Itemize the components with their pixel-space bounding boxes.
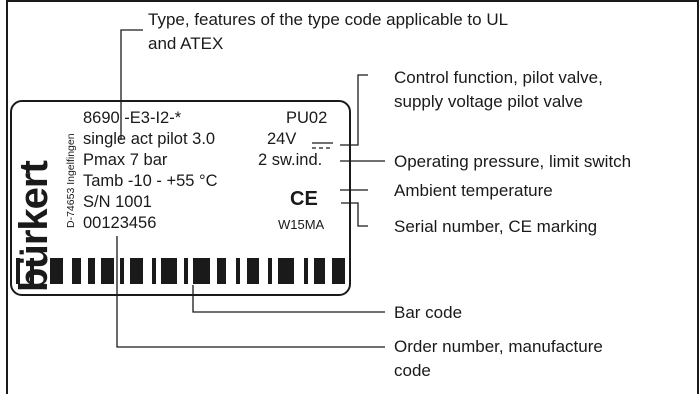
annotation-type-line1: Type, features of the type code applicab… xyxy=(148,10,509,29)
leader-order xyxy=(116,236,385,348)
annotation-order-line1: Order number, manufacture xyxy=(394,337,603,356)
frame-top-border xyxy=(6,0,699,2)
annotation-order-line2: code xyxy=(394,361,431,380)
annotation-barcode: Bar code xyxy=(394,303,463,322)
order-number-text: 00123456 xyxy=(83,214,157,232)
annotation-control-line2: supply voltage pilot valve xyxy=(394,92,584,111)
switches-text: 2 sw.ind. xyxy=(258,151,323,169)
pressure-text: Pmax 7 bar xyxy=(83,151,168,169)
variant-text: PU02 xyxy=(286,109,328,127)
pilot-text: single act pilot 3.0 xyxy=(83,130,216,148)
leader-control xyxy=(340,74,368,146)
manufacture-code-text: W15MA xyxy=(278,217,325,232)
annotation-control-line1: Control function, pilot valve, xyxy=(394,68,603,87)
annotation-pressure: Operating pressure, limit switch xyxy=(394,152,632,171)
type-code-text: 8690 -E3-I2-* xyxy=(83,109,182,127)
frame-left-border xyxy=(6,0,8,394)
barcode xyxy=(16,258,346,284)
leader-barcode xyxy=(192,285,385,313)
leader-type xyxy=(120,29,143,140)
voltage-text: 24V xyxy=(267,130,297,148)
serial-text: S/N 1001 xyxy=(83,193,152,211)
annotation-serial: Serial number, CE marking xyxy=(394,217,598,236)
ce-mark: CE xyxy=(290,188,318,210)
annotation-temperature: Ambient temperature xyxy=(394,181,553,200)
leader-serial xyxy=(341,202,368,227)
temperature-text: Tamb -10 - +55 °C xyxy=(83,172,218,190)
frame-right-border xyxy=(697,0,699,394)
annotation-type-line2: and ATEX xyxy=(148,34,224,53)
type-label-plate: bürkert D-74653 Ingelfingen 8690 -E3-I2-… xyxy=(10,100,351,296)
